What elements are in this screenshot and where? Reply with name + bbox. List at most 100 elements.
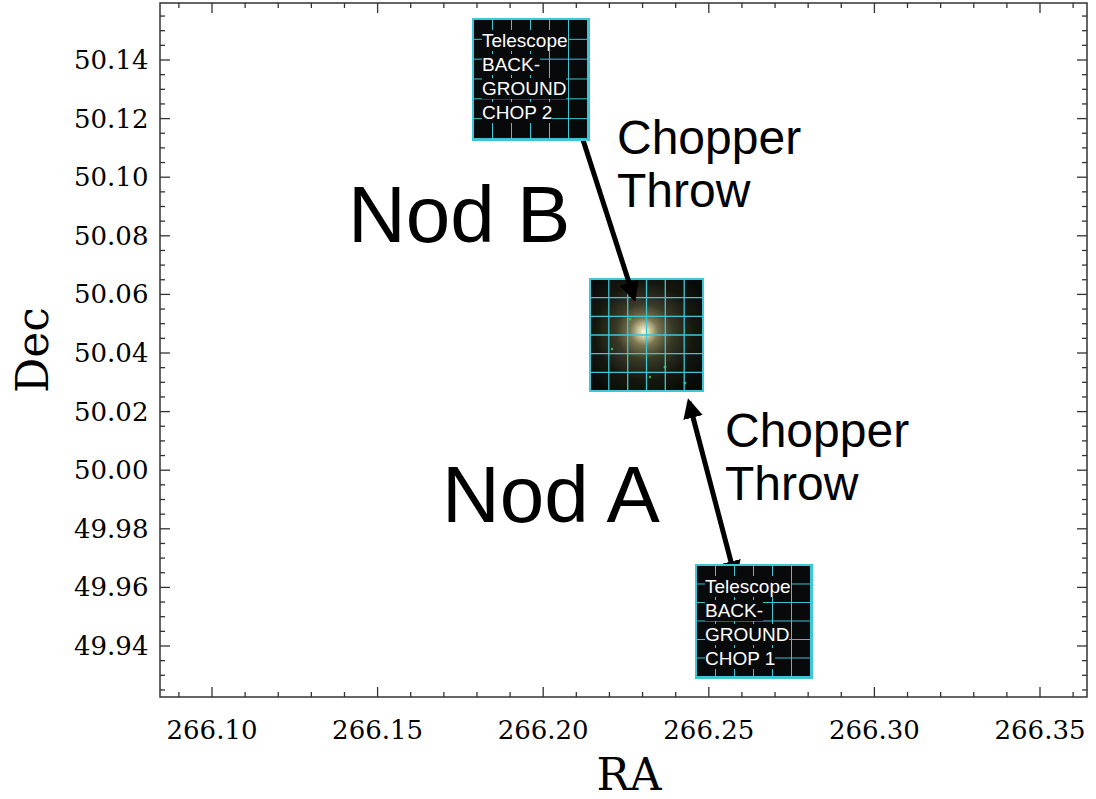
tick-mark <box>160 147 165 148</box>
tick-mark <box>1082 250 1087 251</box>
tick-mark <box>1082 514 1087 515</box>
tick-mark <box>808 692 809 697</box>
tick-mark <box>1082 89 1087 90</box>
tick-mark <box>1082 484 1087 485</box>
tick-mark <box>675 3 676 8</box>
tick-mark <box>160 220 165 221</box>
star-dot <box>629 318 632 321</box>
tick-mark <box>377 687 378 697</box>
tick-mark <box>160 645 170 646</box>
label-box: 50.02 <box>74 399 148 425</box>
tick-mark <box>443 3 444 8</box>
tick-mark <box>1077 411 1087 412</box>
tick-mark <box>1082 103 1087 104</box>
tick-mark <box>160 396 165 397</box>
tick-mark <box>874 687 875 697</box>
tick-mark <box>160 15 165 16</box>
tick-mark <box>160 689 165 690</box>
tick-mark <box>1082 162 1087 163</box>
tick-mark <box>1082 499 1087 500</box>
tick-mark <box>160 338 165 339</box>
tick-mark <box>244 692 245 697</box>
tick-mark <box>160 279 165 280</box>
axes-frame <box>160 3 1087 697</box>
label-box: 266.15 <box>332 717 423 743</box>
tick-mark <box>1082 15 1087 16</box>
tick-mark <box>160 45 165 46</box>
label-box: 50.14 <box>74 47 148 73</box>
tick-mark <box>940 692 941 697</box>
tick-mark <box>160 557 165 558</box>
background-frame: Telescope BACK- GROUND CHOP 2 <box>472 18 590 141</box>
tick-mark <box>1082 74 1087 75</box>
tick-mark <box>1082 338 1087 339</box>
tick-mark <box>1082 367 1087 368</box>
tick-label: 50.00 <box>74 455 148 485</box>
label-box: Nod B <box>348 175 570 255</box>
tick-mark <box>377 3 378 13</box>
tick-label: 50.14 <box>74 45 148 75</box>
tick-mark <box>160 162 165 163</box>
label-box: 49.96 <box>74 574 148 600</box>
tick-mark <box>160 103 165 104</box>
tick-mark <box>410 692 411 697</box>
tick-mark <box>1077 235 1087 236</box>
tick-mark <box>1082 147 1087 148</box>
tick-mark <box>160 426 165 427</box>
label-box: Chopper Throw <box>617 111 837 217</box>
tick-mark <box>841 692 842 697</box>
tick-label: 266.15 <box>332 715 423 745</box>
tick-mark <box>344 692 345 697</box>
tick-mark <box>1082 660 1087 661</box>
tick-mark <box>1082 601 1087 602</box>
label-box: 266.30 <box>829 717 920 743</box>
tick-mark <box>278 3 279 8</box>
tick-mark <box>160 30 165 31</box>
node-label: Telescope BACK- GROUND CHOP 1 <box>705 576 791 669</box>
grid-lines <box>590 279 703 391</box>
tick-mark <box>1082 455 1087 456</box>
tick-mark <box>1082 206 1087 207</box>
galaxy-image <box>590 279 703 391</box>
tick-mark <box>1072 3 1073 8</box>
galaxy-field <box>590 279 703 391</box>
tick-label: 266.25 <box>663 715 754 745</box>
tick-mark <box>160 499 165 500</box>
tick-mark <box>1082 382 1087 383</box>
tick-label: 50.04 <box>74 338 148 368</box>
label-box: 50.12 <box>74 106 148 132</box>
tick-mark <box>160 59 170 60</box>
detector-grid <box>590 279 703 391</box>
tick-label: 50.06 <box>74 279 148 309</box>
nod-label: Nod B <box>348 170 570 259</box>
tick-mark <box>160 382 165 383</box>
tick-mark <box>311 692 312 697</box>
tick-mark <box>1077 587 1087 588</box>
label-box: 50.04 <box>74 340 148 366</box>
label-box: 266.25 <box>663 717 754 743</box>
label-box: Nod A <box>442 455 660 535</box>
tick-mark <box>160 440 165 441</box>
tick-mark <box>509 3 510 8</box>
label-box: 50.06 <box>74 281 148 307</box>
tick-mark <box>160 514 165 515</box>
tick-mark <box>1082 631 1087 632</box>
arrow-label: Chopper Throw <box>725 404 909 510</box>
tick-mark <box>642 3 643 8</box>
tick-label: 266.10 <box>167 715 258 745</box>
label-box: 50.08 <box>74 223 148 249</box>
tick-mark <box>160 411 170 412</box>
label-box: 266.35 <box>995 717 1086 743</box>
star-dot <box>649 376 651 378</box>
tick-mark <box>160 118 170 119</box>
tick-label: 266.20 <box>498 715 589 745</box>
tick-mark <box>907 692 908 697</box>
tick-mark <box>741 692 742 697</box>
tick-mark <box>160 250 165 251</box>
tick-mark <box>476 692 477 697</box>
label-box: Dec <box>11 307 55 393</box>
tick-mark <box>160 572 165 573</box>
tick-mark <box>1077 528 1087 529</box>
arrow-label: Chopper Throw <box>617 111 801 217</box>
